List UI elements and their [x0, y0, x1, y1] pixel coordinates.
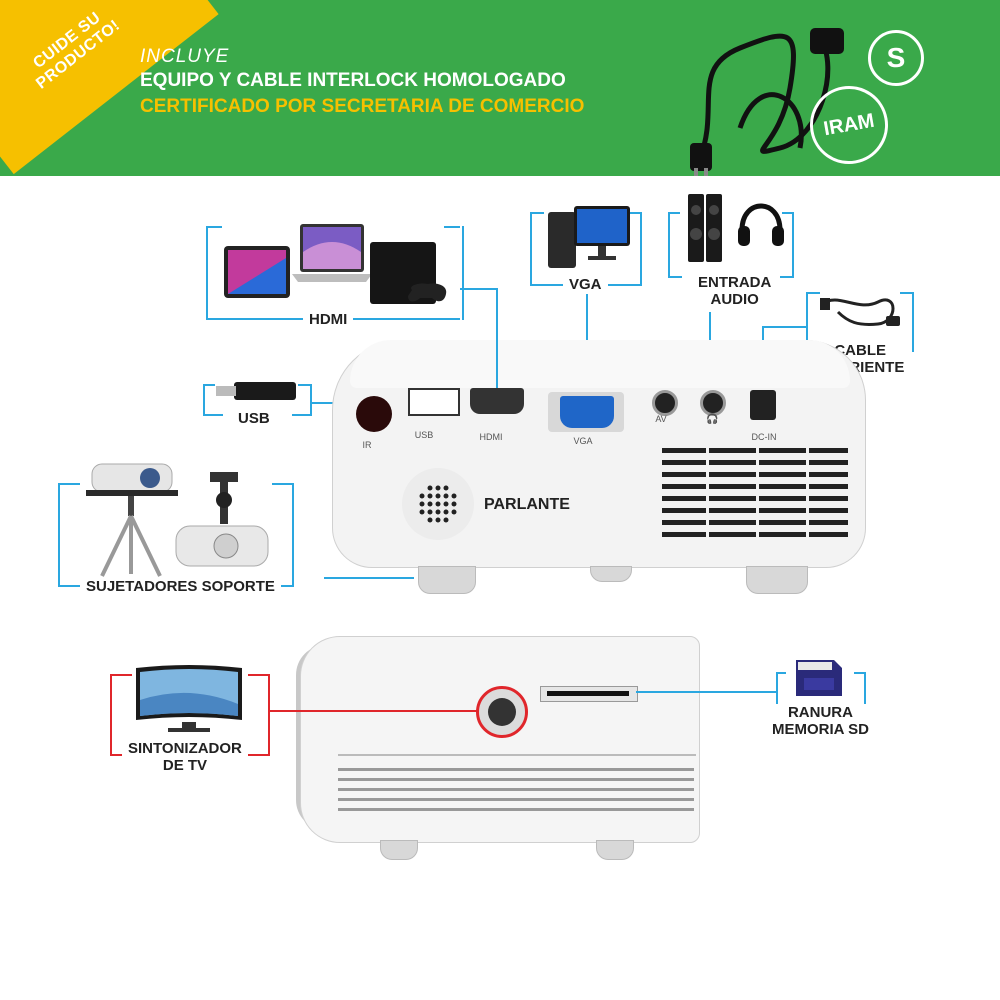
hdmi-connector-line: [496, 288, 498, 388]
speakers-icon: [688, 194, 722, 262]
sd-card-slot[interactable]: [540, 686, 638, 702]
side-foot-right: [596, 840, 634, 860]
label-audio-line1: ENTRADA: [698, 274, 772, 291]
audio-port[interactable]: [700, 390, 726, 416]
tablet-icon: [224, 246, 290, 298]
laptop-icon: [292, 224, 372, 282]
banner-includes: INCLUYE: [140, 46, 230, 67]
label-usb: USB: [232, 410, 276, 427]
label-audio: ENTRADA AUDIO: [692, 274, 778, 308]
label-sd-line2: MEMORIA SD: [772, 721, 869, 738]
label-parlante: PARLANTE: [484, 496, 570, 513]
label-hdmi: HDMI: [303, 311, 354, 328]
tv-tuner-port[interactable]: [476, 686, 528, 738]
side-foot-left: [380, 840, 418, 860]
port-label-av: AV: [655, 414, 667, 424]
banner-certification: CERTIFICADO POR SECRETARIA DE COMERCIO: [140, 96, 585, 117]
usb-port[interactable]: [408, 388, 460, 416]
port-label-dcin: DC-IN: [751, 432, 777, 442]
headphones-icon: [738, 203, 784, 246]
headphone-symbol-icon: 🎧: [706, 414, 719, 425]
projector-foot-left: [418, 566, 476, 594]
label-sd: RANURA MEMORIA SD: [766, 704, 875, 738]
sd-connector-line: [636, 691, 778, 693]
certification-seal-s: S: [868, 30, 924, 86]
tv-connector-line: [270, 710, 478, 712]
hdmi-port[interactable]: [470, 388, 524, 414]
banner-headline: EQUIPO Y CABLE INTERLOCK HOMOLOGADO: [140, 70, 566, 91]
label-audio-line2: AUDIO: [710, 291, 759, 308]
port-label-hdmi: HDMI: [479, 432, 503, 442]
label-sd-line1: RANURA: [787, 704, 853, 721]
power-cable-icon: [690, 28, 844, 176]
usb-drive-icon: [216, 382, 296, 400]
sd-card-icon: [796, 660, 842, 696]
ir-sensor: [356, 396, 392, 432]
label-vga: VGA: [563, 276, 608, 293]
label-cable-line1: CABLE: [834, 342, 886, 359]
label-tv-line2: DE TV: [162, 757, 208, 774]
soporte-connector-line: [324, 577, 414, 579]
ceiling-mount-icon: [175, 472, 269, 567]
power-cord-icon: [820, 298, 900, 326]
port-label-usb: USB: [414, 430, 434, 440]
speaker-grille-icon: [402, 468, 474, 540]
top-banner: CUIDE SU PRODUCTO! INCLUYE EQUIPO Y CABL…: [0, 0, 1000, 176]
label-soporte: SUJETADORES SOPORTE: [80, 578, 281, 595]
projector-rear-top: [350, 340, 850, 388]
projector-tripod-icon: [86, 463, 178, 577]
port-label-vga: VGA: [573, 436, 593, 446]
desktop-computer-icon: [548, 206, 630, 268]
projector-foot-center: [590, 566, 632, 582]
av-port[interactable]: [652, 390, 678, 416]
port-label-ir: IR: [362, 440, 372, 450]
tv-icon: [136, 665, 242, 732]
label-tv: SINTONIZADOR DE TV: [122, 740, 248, 774]
game-console-icon: [370, 242, 447, 304]
dc-in-port[interactable]: [750, 390, 776, 420]
vga-port[interactable]: [560, 396, 614, 428]
label-tv-line1: SINTONIZADOR: [128, 740, 242, 757]
projector-side-body: [300, 636, 700, 843]
hdmi-bracket: [206, 226, 464, 320]
projector-foot-right: [746, 566, 808, 594]
